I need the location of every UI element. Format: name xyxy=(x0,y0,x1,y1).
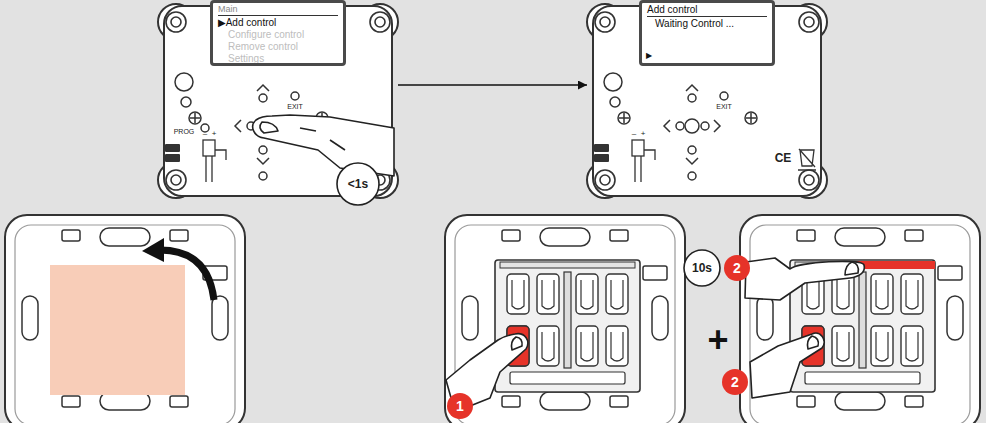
lift-arrow xyxy=(160,250,214,300)
status-text: Waiting Control ... xyxy=(647,18,767,30)
callout-circle xyxy=(447,250,750,419)
menu-title: Add control xyxy=(647,4,767,17)
switch-mechanism xyxy=(495,260,640,392)
button-label: EXIT xyxy=(716,103,732,110)
pointing-hand xyxy=(253,115,394,176)
pointing-hand xyxy=(512,337,523,350)
pressed-button xyxy=(855,261,935,269)
pressed-button xyxy=(507,261,935,366)
duration-callout: 10s xyxy=(692,262,712,274)
callout-circle xyxy=(684,250,720,286)
callout-circle xyxy=(722,369,748,395)
polarity-mark: – xyxy=(203,130,207,138)
pointing-hand xyxy=(808,336,819,349)
display-screen: Main▶Add controlConfigure controlRemove … xyxy=(210,0,346,66)
polarity-mark: – xyxy=(632,130,636,138)
callout-circle xyxy=(724,255,750,281)
callout-circle xyxy=(447,393,473,419)
polarity-mark: + xyxy=(641,130,646,138)
rocker-cover xyxy=(50,265,185,395)
callout-number: 2 xyxy=(731,375,739,389)
flow-arrow xyxy=(398,84,587,86)
display-screen: Add controlWaiting Control ... ▶ xyxy=(639,0,775,66)
cursor-symbol: ▶ xyxy=(646,51,652,60)
pointing-hand xyxy=(446,334,528,412)
ce-mark: CE xyxy=(775,152,792,164)
callout-number: 1 xyxy=(456,399,464,413)
lift-arrow xyxy=(142,238,214,300)
button-label: PROG xyxy=(174,128,195,135)
switch-frame xyxy=(445,215,685,423)
pointing-hand xyxy=(260,122,278,133)
callout-number: 2 xyxy=(733,261,741,275)
plus-sign: + xyxy=(707,322,728,358)
menu-title: Main xyxy=(218,4,338,16)
duration-callout: <1s xyxy=(348,178,368,190)
switch-frame xyxy=(740,215,980,423)
lift-arrow xyxy=(142,238,164,262)
menu-item: Configure control xyxy=(218,29,338,41)
menu-item: ▶Add control xyxy=(218,17,338,29)
menu-item: Settings xyxy=(218,53,338,65)
pointing-hand xyxy=(446,258,864,412)
polarity-mark: + xyxy=(212,130,217,138)
device-housing: EXIT Add controlWaiting Control ... ▶ xyxy=(587,0,827,200)
switch-frame xyxy=(5,215,245,423)
menu-item: Remove control xyxy=(218,41,338,53)
pointing-hand xyxy=(745,258,864,300)
device-detail xyxy=(798,149,816,170)
pointing-hand xyxy=(845,262,858,275)
pointing-hand xyxy=(300,128,345,150)
pointing-hand xyxy=(253,115,394,205)
pointing-hand xyxy=(750,333,824,398)
device-housing: PROG EXIT Main▶Add controlConfigure contro… xyxy=(158,0,398,200)
button-label: EXIT xyxy=(287,103,303,110)
pointing-hand xyxy=(337,163,379,205)
